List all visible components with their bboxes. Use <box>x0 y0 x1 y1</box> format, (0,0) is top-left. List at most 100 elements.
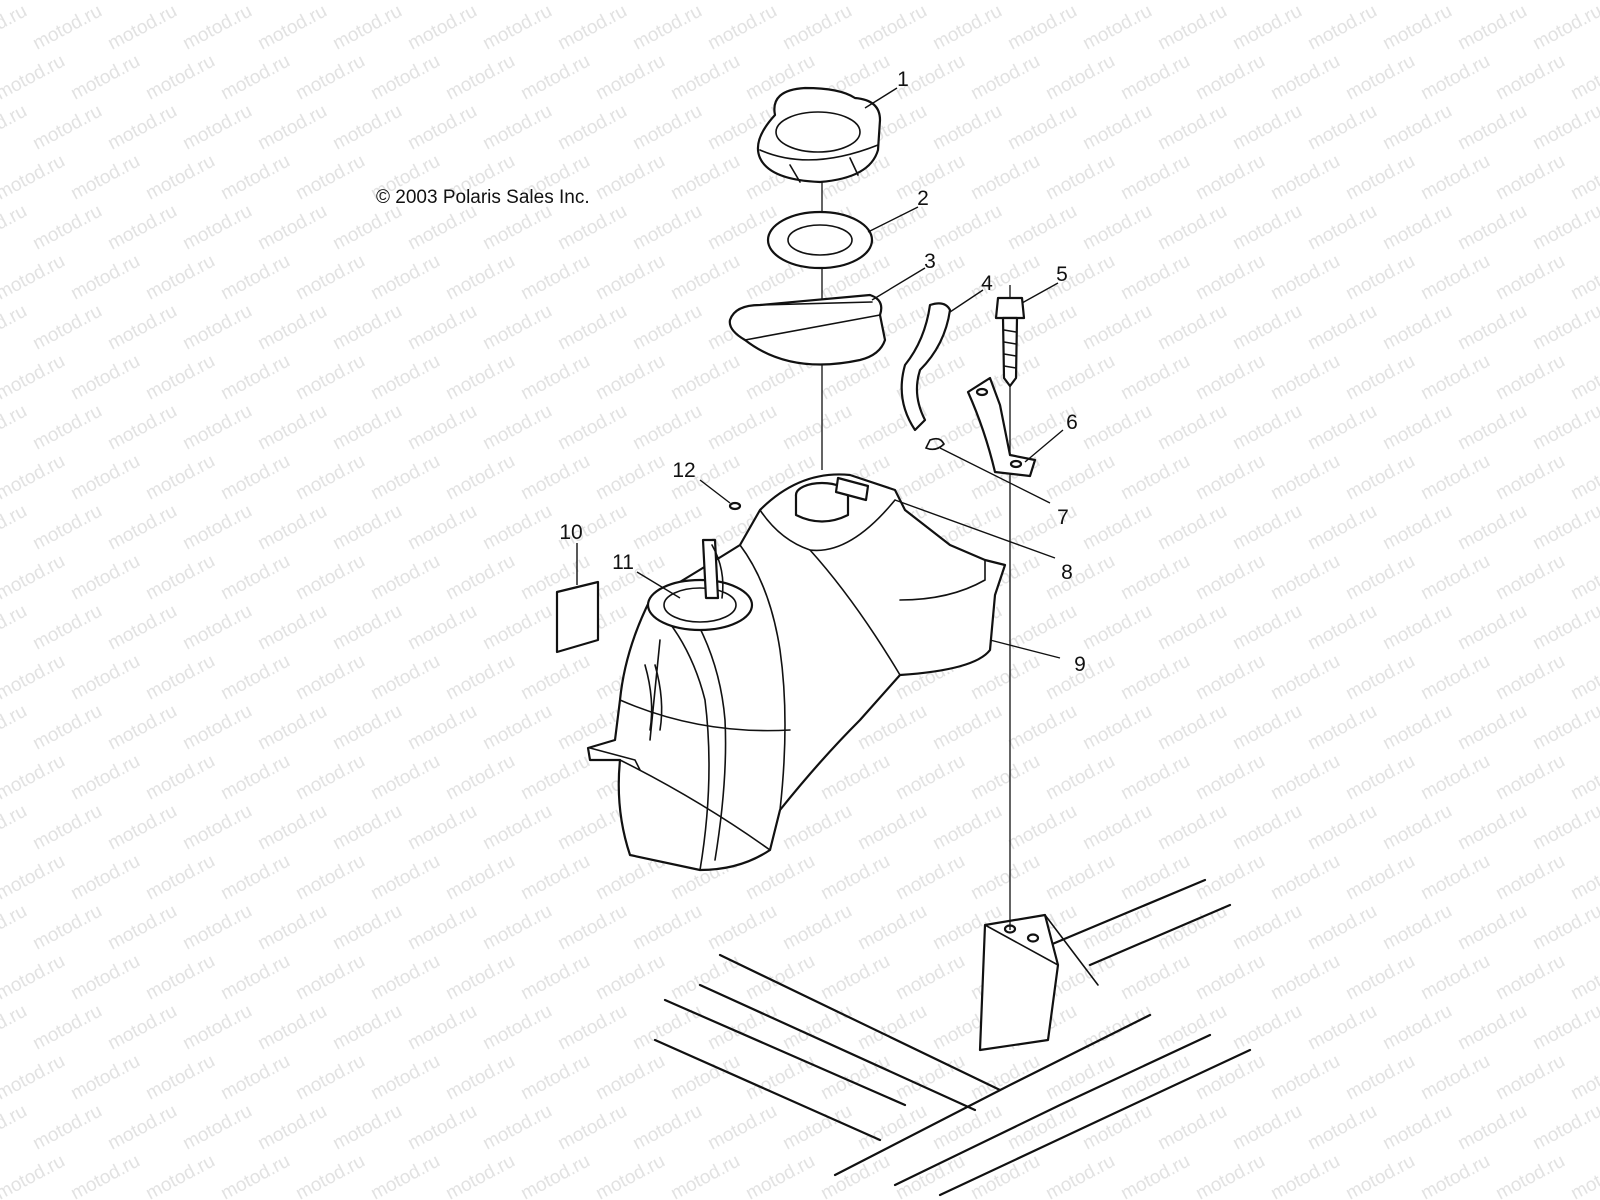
watermark-text: motod.ru <box>142 951 218 1005</box>
watermark-text: motod.ru <box>929 1101 1005 1155</box>
watermark-text: motod.ru <box>0 51 69 105</box>
watermark-text: motod.ru <box>1042 351 1118 405</box>
watermark-text: motod.ru <box>1567 851 1600 905</box>
watermark-text: motod.ru <box>1154 701 1230 755</box>
watermark-text: motod.ru <box>1192 251 1268 305</box>
watermark-text: motod.ru <box>1454 601 1530 655</box>
watermark-text: motod.ru <box>817 1151 893 1200</box>
watermark-text: motod.ru <box>517 751 593 805</box>
watermark-text: motod.ru <box>1117 451 1193 505</box>
watermark-text: motod.ru <box>479 301 555 355</box>
watermark-text: motod.ru <box>1304 601 1380 655</box>
watermark-text: motod.ru <box>442 551 518 605</box>
watermark-text: motod.ru <box>29 401 105 455</box>
watermark-text: motod.ru <box>367 251 443 305</box>
watermark-text: motod.ru <box>554 1101 630 1155</box>
watermark-text: motod.ru <box>367 1051 443 1105</box>
small-screw <box>728 501 742 511</box>
watermark-text: motod.ru <box>142 351 218 405</box>
watermark-text: motod.ru <box>1567 951 1600 1005</box>
watermark-text: motod.ru <box>1379 801 1455 855</box>
watermark-text: motod.ru <box>1379 601 1455 655</box>
watermark-text: motod.ru <box>1567 651 1600 705</box>
watermark-text: motod.ru <box>1417 651 1493 705</box>
watermark-text: motod.ru <box>1567 151 1600 205</box>
watermark-text: motod.ru <box>1529 701 1600 755</box>
watermark-text: motod.ru <box>29 1 105 55</box>
watermark-text: motod.ru <box>1079 1101 1155 1155</box>
watermark-text: motod.ru <box>1342 251 1418 305</box>
watermark-text: motod.ru <box>0 451 69 505</box>
watermark-text: motod.ru <box>67 351 143 405</box>
watermark-text: motod.ru <box>1229 901 1305 955</box>
watermark-text: motod.ru <box>1454 401 1530 455</box>
watermark-text: motod.ru <box>1454 201 1530 255</box>
watermark-text: motod.ru <box>1342 951 1418 1005</box>
watermark-text: motod.ru <box>0 701 31 755</box>
watermark-text: motod.ru <box>142 551 218 605</box>
watermark-text: motod.ru <box>442 0 518 4</box>
watermark-text: motod.ru <box>1154 801 1230 855</box>
watermark-text: motod.ru <box>217 1051 293 1105</box>
watermark-text: motod.ru <box>1004 101 1080 155</box>
watermark-text: motod.ru <box>1342 851 1418 905</box>
watermark-text: motod.ru <box>1529 601 1600 655</box>
watermark-text: motod.ru <box>1492 0 1568 4</box>
watermark-text: motod.ru <box>1342 151 1418 205</box>
watermark-text: motod.ru <box>142 51 218 105</box>
callout-7: 7 <box>1057 506 1069 529</box>
watermark-text: motod.ru <box>142 451 218 505</box>
watermark-text: motod.ru <box>1379 301 1455 355</box>
watermark-text: motod.ru <box>1079 401 1155 455</box>
watermark-text: motod.ru <box>742 0 818 4</box>
watermark-text: motod.ru <box>0 1151 69 1200</box>
watermark-text: motod.ru <box>254 1 330 55</box>
watermark-text: motod.ru <box>1304 1101 1380 1155</box>
watermark-text: motod.ru <box>1454 701 1530 755</box>
watermark-text: motod.ru <box>479 201 555 255</box>
watermark-text: motod.ru <box>667 0 743 4</box>
watermark-text: motod.ru <box>1417 251 1493 305</box>
watermark-text: motod.ru <box>367 751 443 805</box>
vent-hose <box>900 302 952 432</box>
watermark-text: motod.ru <box>0 251 69 305</box>
watermark-text: motod.ru <box>0 151 69 205</box>
watermark-text: motod.ru <box>629 1101 705 1155</box>
watermark-text: motod.ru <box>0 751 69 805</box>
callout-2: 2 <box>917 187 929 210</box>
watermark-text: motod.ru <box>1492 51 1568 105</box>
watermark-text: motod.ru <box>329 201 405 255</box>
watermark-text: motod.ru <box>854 1001 930 1055</box>
watermark-text: motod.ru <box>817 1051 893 1105</box>
watermark-text: motod.ru <box>479 501 555 555</box>
watermark-text: motod.ru <box>779 1101 855 1155</box>
watermark-text: motod.ru <box>1567 351 1600 405</box>
callout-1: 1 <box>897 68 909 91</box>
watermark-text: motod.ru <box>442 251 518 305</box>
watermark-text: motod.ru <box>104 501 180 555</box>
watermark-text: motod.ru <box>217 451 293 505</box>
watermark-text: motod.ru <box>1304 701 1380 755</box>
watermark-text: motod.ru <box>179 1001 255 1055</box>
watermark-text: motod.ru <box>1492 1151 1568 1200</box>
watermark-text: motod.ru <box>1154 201 1230 255</box>
watermark-text: motod.ru <box>704 901 780 955</box>
watermark-text: motod.ru <box>29 701 105 755</box>
watermark-text: motod.ru <box>1229 801 1305 855</box>
watermark-text: motod.ru <box>854 901 930 955</box>
watermark-text: motod.ru <box>254 901 330 955</box>
watermark-text: motod.ru <box>1492 1051 1568 1105</box>
watermark-text: motod.ru <box>292 1151 368 1200</box>
watermark-text: motod.ru <box>892 751 968 805</box>
watermark-text: motod.ru <box>217 651 293 705</box>
watermark-text: motod.ru <box>142 651 218 705</box>
watermark-text: motod.ru <box>142 251 218 305</box>
watermark-text: motod.ru <box>1342 351 1418 405</box>
watermark-text: motod.ru <box>592 151 668 205</box>
watermark-text: motod.ru <box>1304 901 1380 955</box>
tank-pad <box>728 293 887 366</box>
watermark-text: motod.ru <box>779 1 855 55</box>
watermark-text: motod.ru <box>367 451 443 505</box>
watermark-text: motod.ru <box>929 801 1005 855</box>
